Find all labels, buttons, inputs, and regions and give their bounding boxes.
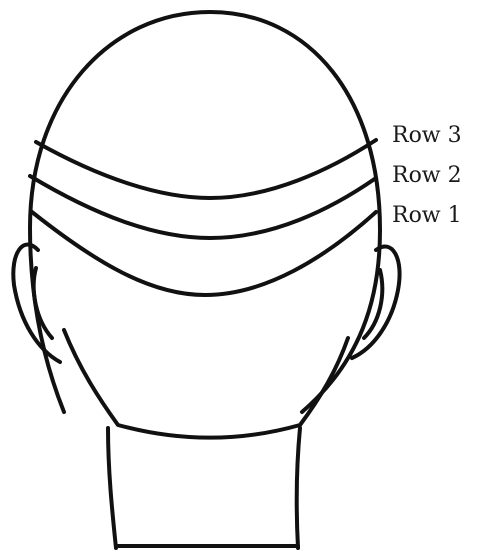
nape-line (64, 330, 348, 438)
skull-outline (30, 12, 380, 412)
row-2-label: Row 2 (392, 165, 462, 187)
row-1-label: Row 1 (392, 205, 462, 227)
row-3-line (36, 140, 376, 198)
row-3-label: Row 3 (392, 125, 462, 147)
row-2-line (30, 176, 376, 238)
right-ear-inner (364, 270, 382, 338)
left-ear-inner (34, 268, 52, 338)
neck-left (108, 428, 116, 548)
row-1-line (32, 212, 376, 295)
neck-right (297, 428, 300, 548)
